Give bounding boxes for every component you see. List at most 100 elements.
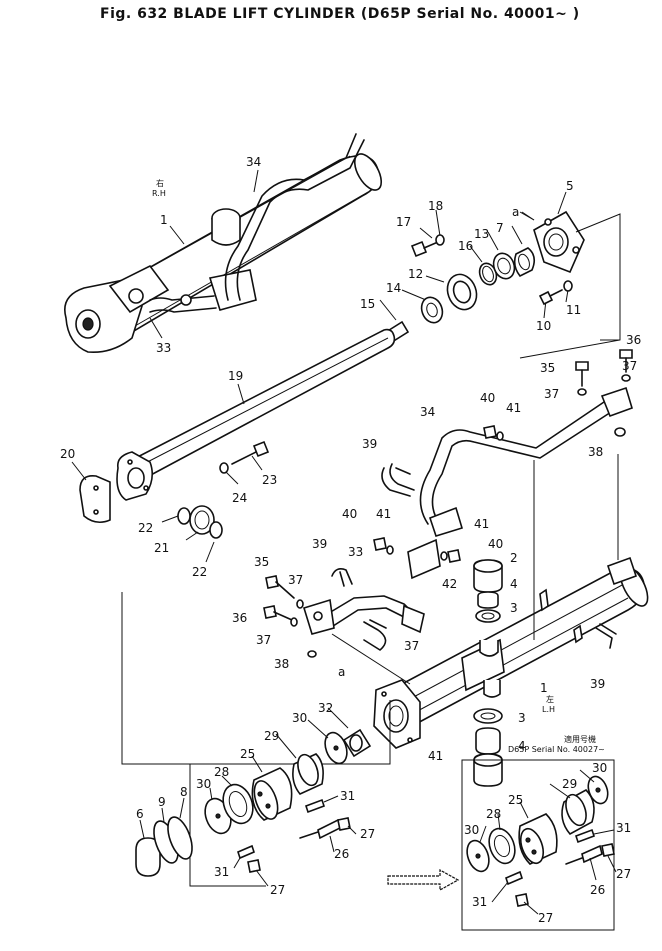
lh-label: L.H xyxy=(542,705,555,714)
callout-31: 31 xyxy=(340,789,355,803)
callout-40-b: 40 xyxy=(342,507,357,521)
lower-pipe-33 xyxy=(263,537,461,658)
callout-31-d: 31 xyxy=(472,895,487,909)
callout-23: 23 xyxy=(262,473,277,487)
callout-5: 5 xyxy=(566,179,574,193)
piston-parts-inset xyxy=(466,775,615,907)
callout-8: 8 xyxy=(180,785,188,799)
callout-38-b: 38 xyxy=(274,657,289,671)
lower-pipe-34 xyxy=(381,349,633,537)
callout-labels: 1 34 33 17 18 16 13 7 5 12 14 15 10 11 1… xyxy=(60,155,641,925)
rh-cylinder-assembly xyxy=(64,133,383,354)
callout-32: 32 xyxy=(318,701,333,715)
callout-27-d: 27 xyxy=(538,911,553,925)
callout-34-b: 34 xyxy=(420,405,435,419)
callout-15: 15 xyxy=(360,297,375,311)
callout-33-b: 33 xyxy=(348,545,363,559)
callout-21: 21 xyxy=(154,541,169,555)
callout-2: 2 xyxy=(510,551,518,565)
rod-bushing-parts xyxy=(177,440,270,539)
callout-18: 18 xyxy=(428,199,443,213)
callout-29: 29 xyxy=(264,729,279,743)
callout-33: 33 xyxy=(156,341,171,355)
callout-37-c: 37 xyxy=(288,573,303,587)
callout-27-c: 27 xyxy=(616,867,631,881)
pointer-arrow xyxy=(387,868,460,892)
callout-26-b: 26 xyxy=(590,883,605,897)
callout-24: 24 xyxy=(232,491,247,505)
rh-label: R.H xyxy=(152,189,166,198)
callout-3: 3 xyxy=(510,601,518,615)
callout-30-c: 30 xyxy=(592,761,607,775)
leaders-piston-left xyxy=(139,707,357,887)
callout-22: 22 xyxy=(138,521,153,535)
applic-kanji: 適用号機 xyxy=(564,734,596,744)
callout-22-b: 22 xyxy=(192,565,207,579)
lh-kanji: 左 xyxy=(546,694,554,704)
callout-17: 17 xyxy=(396,215,411,229)
ref-a-top: a xyxy=(512,205,519,219)
callout-7: 7 xyxy=(496,221,504,235)
callout-26: 26 xyxy=(334,847,349,861)
leaders-piston-inset xyxy=(479,769,617,915)
callout-30-d: 30 xyxy=(464,823,479,837)
callout-4: 4 xyxy=(510,577,518,591)
callout-35-b: 35 xyxy=(254,555,269,569)
callout-41-d: 41 xyxy=(428,749,443,763)
callout-1: 1 xyxy=(160,213,168,227)
callout-35: 35 xyxy=(540,361,555,375)
callout-9: 9 xyxy=(158,795,166,809)
callout-1-b: 1 xyxy=(540,681,548,695)
piston-rod xyxy=(79,328,396,524)
callout-41-c: 41 xyxy=(474,517,489,531)
callout-41: 41 xyxy=(506,401,521,415)
callout-13: 13 xyxy=(474,227,489,241)
callout-42: 42 xyxy=(442,577,457,591)
callout-12: 12 xyxy=(408,267,423,281)
callout-41-b: 41 xyxy=(376,507,391,521)
callout-28-b: 28 xyxy=(486,807,501,821)
group-boxes xyxy=(121,213,621,931)
lh-cylinder-assembly xyxy=(373,454,649,749)
cap-parts-top xyxy=(384,210,585,344)
callout-34: 34 xyxy=(246,155,261,169)
callout-4-b: 4 xyxy=(518,739,526,753)
callout-38: 38 xyxy=(588,445,603,459)
callout-37: 37 xyxy=(622,359,637,373)
callout-37-d: 37 xyxy=(256,633,271,647)
callout-30-b: 30 xyxy=(196,777,211,791)
callout-30: 30 xyxy=(292,711,307,725)
callout-37-b: 37 xyxy=(544,387,559,401)
callout-3-b: 3 xyxy=(518,711,526,725)
callout-25-b: 25 xyxy=(508,793,523,807)
callout-39: 39 xyxy=(362,437,377,451)
callout-10: 10 xyxy=(536,319,551,333)
figure-title: Fig. 632 BLADE LIFT CYLINDER (D65P Seria… xyxy=(100,6,580,22)
callout-6: 6 xyxy=(136,807,144,821)
callout-28: 28 xyxy=(214,765,229,779)
callout-40-c: 40 xyxy=(488,537,503,551)
callout-31-b: 31 xyxy=(214,865,229,879)
callout-31-c: 31 xyxy=(616,821,631,835)
callout-39-c: 39 xyxy=(590,677,605,691)
callout-37-e: 37 xyxy=(404,639,419,653)
callout-14: 14 xyxy=(386,281,401,295)
leaders-rod xyxy=(71,383,263,563)
callout-36: 36 xyxy=(626,333,641,347)
callout-27: 27 xyxy=(360,827,375,841)
callout-40: 40 xyxy=(480,391,495,405)
piston-parts-left xyxy=(135,728,372,877)
callout-19: 19 xyxy=(228,369,243,383)
ref-a-bottom: a xyxy=(338,665,345,679)
rh-kanji: 右 xyxy=(156,178,164,188)
callout-20: 20 xyxy=(60,447,75,461)
callout-39-b: 39 xyxy=(312,537,327,551)
callout-11: 11 xyxy=(566,303,581,317)
callout-16: 16 xyxy=(458,239,473,253)
bushing-stack xyxy=(473,559,503,787)
callout-29-b: 29 xyxy=(562,777,577,791)
callout-36-b: 36 xyxy=(232,611,247,625)
callout-25: 25 xyxy=(240,747,255,761)
applic-serial: D65P Serial No. 40027~ xyxy=(508,745,605,754)
